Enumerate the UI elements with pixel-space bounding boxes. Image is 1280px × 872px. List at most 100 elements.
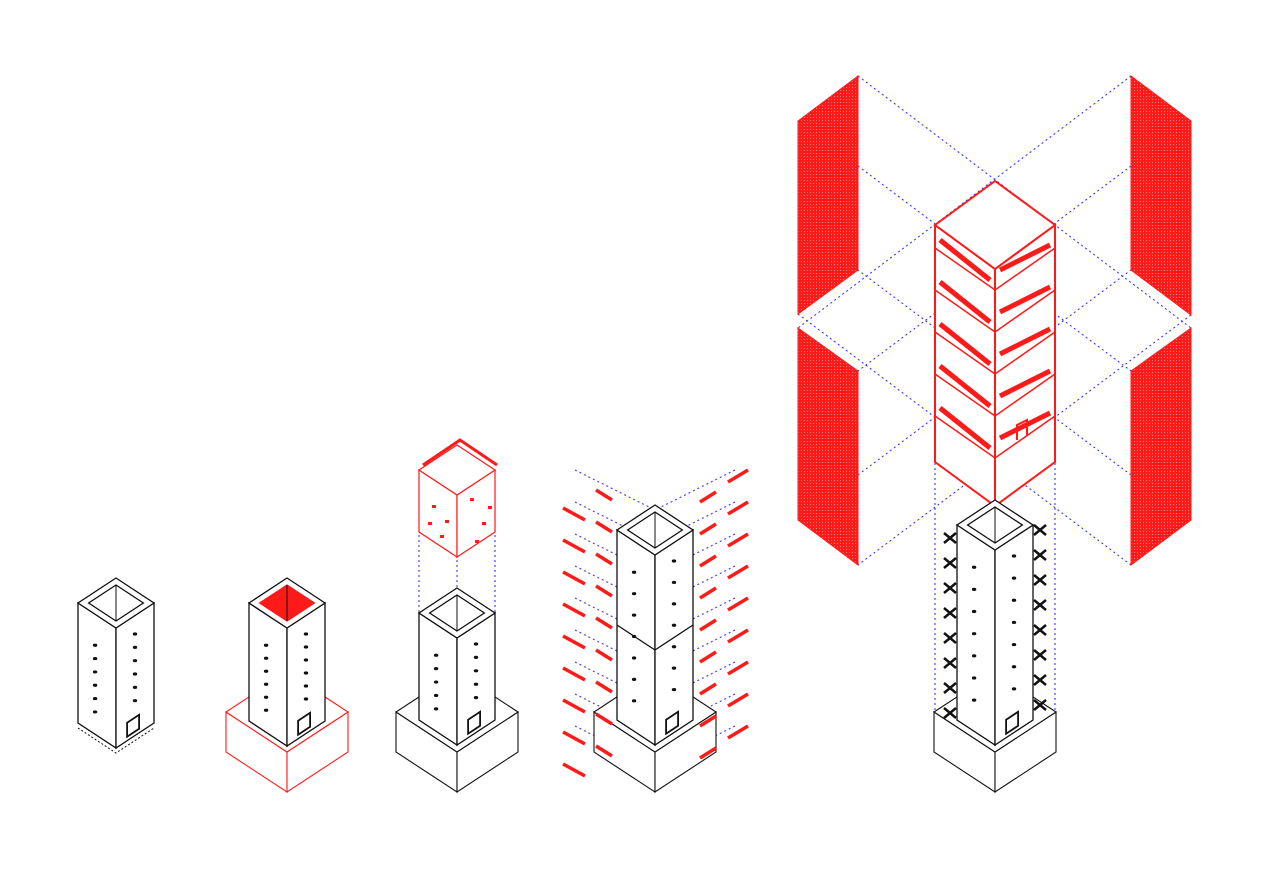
window — [303, 697, 309, 701]
connector-cross — [1033, 699, 1047, 711]
tower-body — [247, 577, 327, 748]
tower-body — [76, 577, 156, 750]
door — [665, 710, 679, 736]
connector — [595, 488, 613, 502]
window — [1011, 665, 1017, 669]
stage-3-lifted-block — [394, 438, 520, 794]
stair-flight — [938, 322, 992, 366]
connector — [595, 744, 613, 758]
block-joint — [616, 624, 694, 651]
connector — [595, 616, 613, 630]
stair-flight — [998, 368, 1052, 399]
window — [1011, 620, 1017, 625]
connector — [699, 618, 717, 632]
window — [303, 671, 309, 675]
connector — [595, 680, 613, 694]
connector — [727, 596, 749, 612]
window — [1011, 687, 1017, 691]
window — [303, 632, 309, 636]
connector — [562, 634, 586, 650]
connector — [562, 762, 586, 778]
block-fixing — [445, 520, 449, 523]
window — [1011, 576, 1017, 580]
connector — [699, 586, 717, 600]
window — [263, 695, 269, 699]
tower-body — [955, 499, 1035, 747]
left-face — [956, 523, 996, 747]
connector-cross — [1033, 624, 1047, 636]
stair-flight — [998, 326, 1052, 357]
window — [971, 698, 977, 702]
stair-flight — [998, 242, 1052, 273]
connector-cross — [1033, 574, 1047, 586]
connector-cross — [943, 532, 957, 544]
stair-flight — [998, 284, 1052, 315]
door — [126, 713, 141, 739]
connector — [562, 730, 586, 746]
window — [433, 667, 439, 671]
top-face — [933, 179, 1057, 271]
landing — [934, 289, 1056, 333]
window — [263, 656, 269, 660]
tower-body — [615, 504, 695, 747]
window — [631, 613, 637, 617]
stage-2-tower-with-base — [224, 577, 350, 794]
window — [92, 670, 98, 674]
connector — [562, 506, 586, 522]
left-face — [934, 223, 996, 508]
connector — [727, 468, 749, 484]
guide-line — [574, 469, 656, 511]
landing — [934, 331, 1056, 375]
window — [971, 609, 977, 614]
connector — [699, 682, 717, 696]
connector — [595, 712, 613, 726]
towers — [76, 75, 1192, 794]
window — [92, 643, 98, 647]
block-fixing — [428, 522, 432, 525]
block-fixing — [470, 498, 474, 501]
window — [1011, 642, 1017, 647]
top-face — [417, 444, 497, 496]
door — [297, 711, 312, 737]
guide-line — [654, 469, 736, 511]
upper-block — [417, 438, 498, 559]
block-rail — [422, 438, 498, 467]
connector-cross — [943, 607, 957, 619]
connector-cross — [1033, 524, 1047, 536]
block-fixing — [475, 540, 479, 543]
window — [303, 684, 309, 688]
window — [263, 682, 269, 686]
window — [971, 587, 977, 591]
connector — [699, 490, 717, 504]
window — [473, 655, 479, 660]
stair-flight — [938, 280, 992, 324]
connector — [562, 538, 586, 554]
landing — [934, 247, 1056, 291]
window — [132, 632, 138, 636]
window — [671, 666, 677, 670]
block-fixing — [488, 506, 492, 509]
connector — [699, 746, 717, 760]
window — [473, 642, 479, 646]
connector — [727, 532, 749, 548]
window — [92, 696, 98, 701]
window — [92, 656, 98, 661]
window — [132, 699, 138, 703]
facade-panel — [1130, 327, 1192, 566]
connector — [699, 714, 717, 728]
window — [631, 677, 637, 681]
connector — [727, 628, 749, 644]
window — [473, 696, 479, 700]
tower-body — [417, 587, 497, 747]
window — [971, 632, 977, 636]
stage-4-connectors — [562, 468, 749, 794]
connector-cross — [943, 582, 957, 594]
window — [132, 645, 138, 649]
window — [971, 676, 977, 680]
connector — [595, 648, 613, 662]
door — [1005, 710, 1019, 736]
window — [671, 602, 677, 606]
connector — [562, 698, 586, 714]
door — [467, 710, 482, 736]
block-fixing — [440, 535, 444, 538]
